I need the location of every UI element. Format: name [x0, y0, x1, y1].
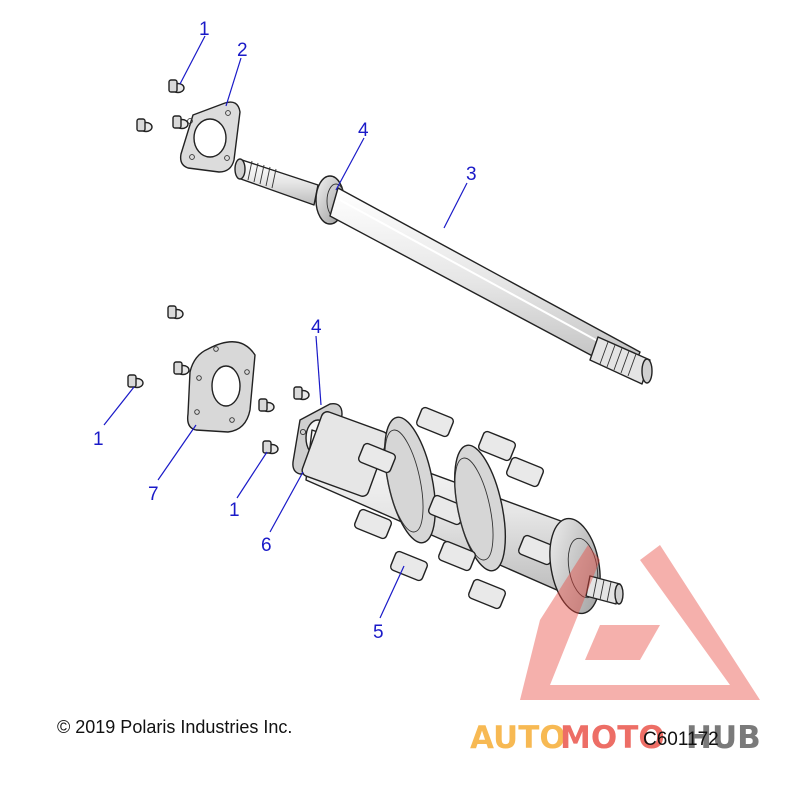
- watermark-moto: MOTO: [560, 720, 665, 756]
- callout-1-top: 1: [199, 19, 210, 40]
- callout-7-plate: 7: [148, 484, 159, 505]
- callout-3-shaft: 3: [466, 164, 477, 185]
- automotohub-watermark: AUTO MOTO HUB: [470, 545, 761, 756]
- callout-1-mid: 1: [229, 500, 240, 521]
- gasket-flange: [179, 101, 241, 173]
- bolt-low-1: [167, 305, 184, 320]
- callout-4-shaft-seal: 4: [358, 120, 369, 141]
- bolt-low-3: [127, 374, 144, 389]
- bolt-top-2: [172, 115, 189, 130]
- sprocket-shaft: [301, 406, 624, 615]
- drawing-id: C601172: [643, 729, 719, 750]
- bolt-top-1: [168, 79, 185, 94]
- bolt-low-6: [262, 440, 279, 455]
- watermark-auto: AUTO: [470, 720, 566, 756]
- bearing-plate: [186, 341, 256, 433]
- drive-shaft: [234, 158, 653, 385]
- bolt-low-5: [258, 398, 275, 413]
- bolt-top-3: [136, 118, 153, 133]
- watermark-hub: HUB: [686, 720, 761, 756]
- callout-2-gasket: 2: [237, 40, 248, 61]
- callout-6-bearing: 6: [261, 535, 272, 556]
- callout-1-left: 1: [93, 429, 104, 450]
- callout-4-housing-seal: 4: [311, 317, 322, 338]
- bolt-low-4: [293, 386, 310, 401]
- leader-lines: [103, 35, 468, 619]
- callout-5-sprocket: 5: [373, 622, 384, 643]
- copyright-notice: © 2019 Polaris Industries Inc.: [57, 717, 293, 737]
- bolt-low-2: [173, 361, 190, 376]
